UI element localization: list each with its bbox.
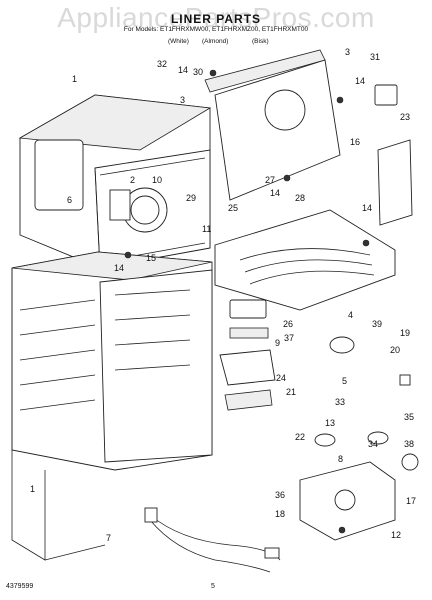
fresh-food-liner (11, 251, 213, 561)
liner-shelf-ribs (19, 289, 191, 411)
evaporator-cover (204, 49, 341, 201)
callout-2: 2 (130, 175, 135, 185)
document-number: 4379599 (6, 583, 34, 590)
callout-27: 27 (265, 175, 275, 185)
page-number: 5 (211, 583, 215, 590)
callout-30: 30 (193, 67, 203, 77)
callout-24: 24 (276, 373, 286, 383)
callout-21: 21 (286, 387, 296, 397)
control-housing (299, 461, 396, 541)
callout-8: 8 (338, 454, 343, 464)
callout-39: 39 (372, 319, 382, 329)
callout-23: 23 (400, 112, 410, 122)
callout-29: 29 (186, 193, 196, 203)
callout-3b: 3 (345, 47, 350, 57)
callout-14d: 14 (362, 203, 372, 213)
page-title: LINER PARTS (170, 12, 262, 26)
callout-14a: 14 (178, 65, 188, 75)
callout-14c: 14 (270, 188, 280, 198)
model-list: For Models: ET1FHRXMW00, ET1FHRXMZ00, ET… (123, 26, 309, 33)
callout-34: 34 (368, 439, 378, 449)
callout-7: 7 (106, 533, 111, 543)
color-label-white: (White) (168, 38, 189, 45)
air-duct (377, 139, 413, 226)
watermark: AppliancePartsPros.com (57, 2, 375, 33)
callout-12: 12 (391, 530, 401, 540)
callout-37: 37 (284, 333, 294, 343)
callout-14b: 14 (355, 76, 365, 86)
callout-28: 28 (295, 193, 305, 203)
screws (124, 69, 370, 534)
crisper-cover (214, 209, 396, 311)
callout-11: 11 (202, 224, 211, 234)
control-parts (314, 84, 419, 471)
callout-26: 26 (283, 319, 293, 329)
callout-10: 10 (152, 175, 162, 185)
color-label-almond: (Almond) (202, 38, 229, 45)
wire-harness (144, 507, 281, 573)
callout-31: 31 (370, 52, 380, 62)
callout-3a: 3 (180, 95, 185, 105)
freezer-liner (18, 94, 212, 269)
callout-38: 38 (404, 439, 414, 449)
callout-25: 25 (228, 203, 238, 213)
callout-17: 17 (406, 496, 416, 506)
callout-4: 4 (348, 310, 353, 320)
callout-22: 22 (295, 432, 305, 442)
callout-36: 36 (275, 490, 285, 500)
callout-18: 18 (275, 509, 285, 519)
callout-20: 20 (390, 345, 400, 355)
callout-labels: 1 1 2 3 3 4 5 6 7 8 9 10 11 12 13 14 14 … (30, 47, 416, 543)
callout-16: 16 (350, 137, 360, 147)
callout-35: 35 (404, 412, 414, 422)
callout-5: 5 (342, 376, 347, 386)
callout-33: 33 (335, 397, 345, 407)
callout-19: 19 (400, 328, 410, 338)
callout-9: 9 (275, 338, 280, 348)
callout-32: 32 (157, 59, 167, 69)
callout-14e: 14 (114, 263, 124, 273)
callout-1b: 1 (30, 484, 35, 494)
light-parts (219, 299, 276, 411)
callout-1a: 1 (72, 74, 77, 84)
callout-15: 15 (146, 253, 156, 263)
callout-13: 13 (325, 418, 335, 428)
callout-6: 6 (67, 195, 72, 205)
color-label-bisk: (Bisk) (252, 38, 269, 45)
